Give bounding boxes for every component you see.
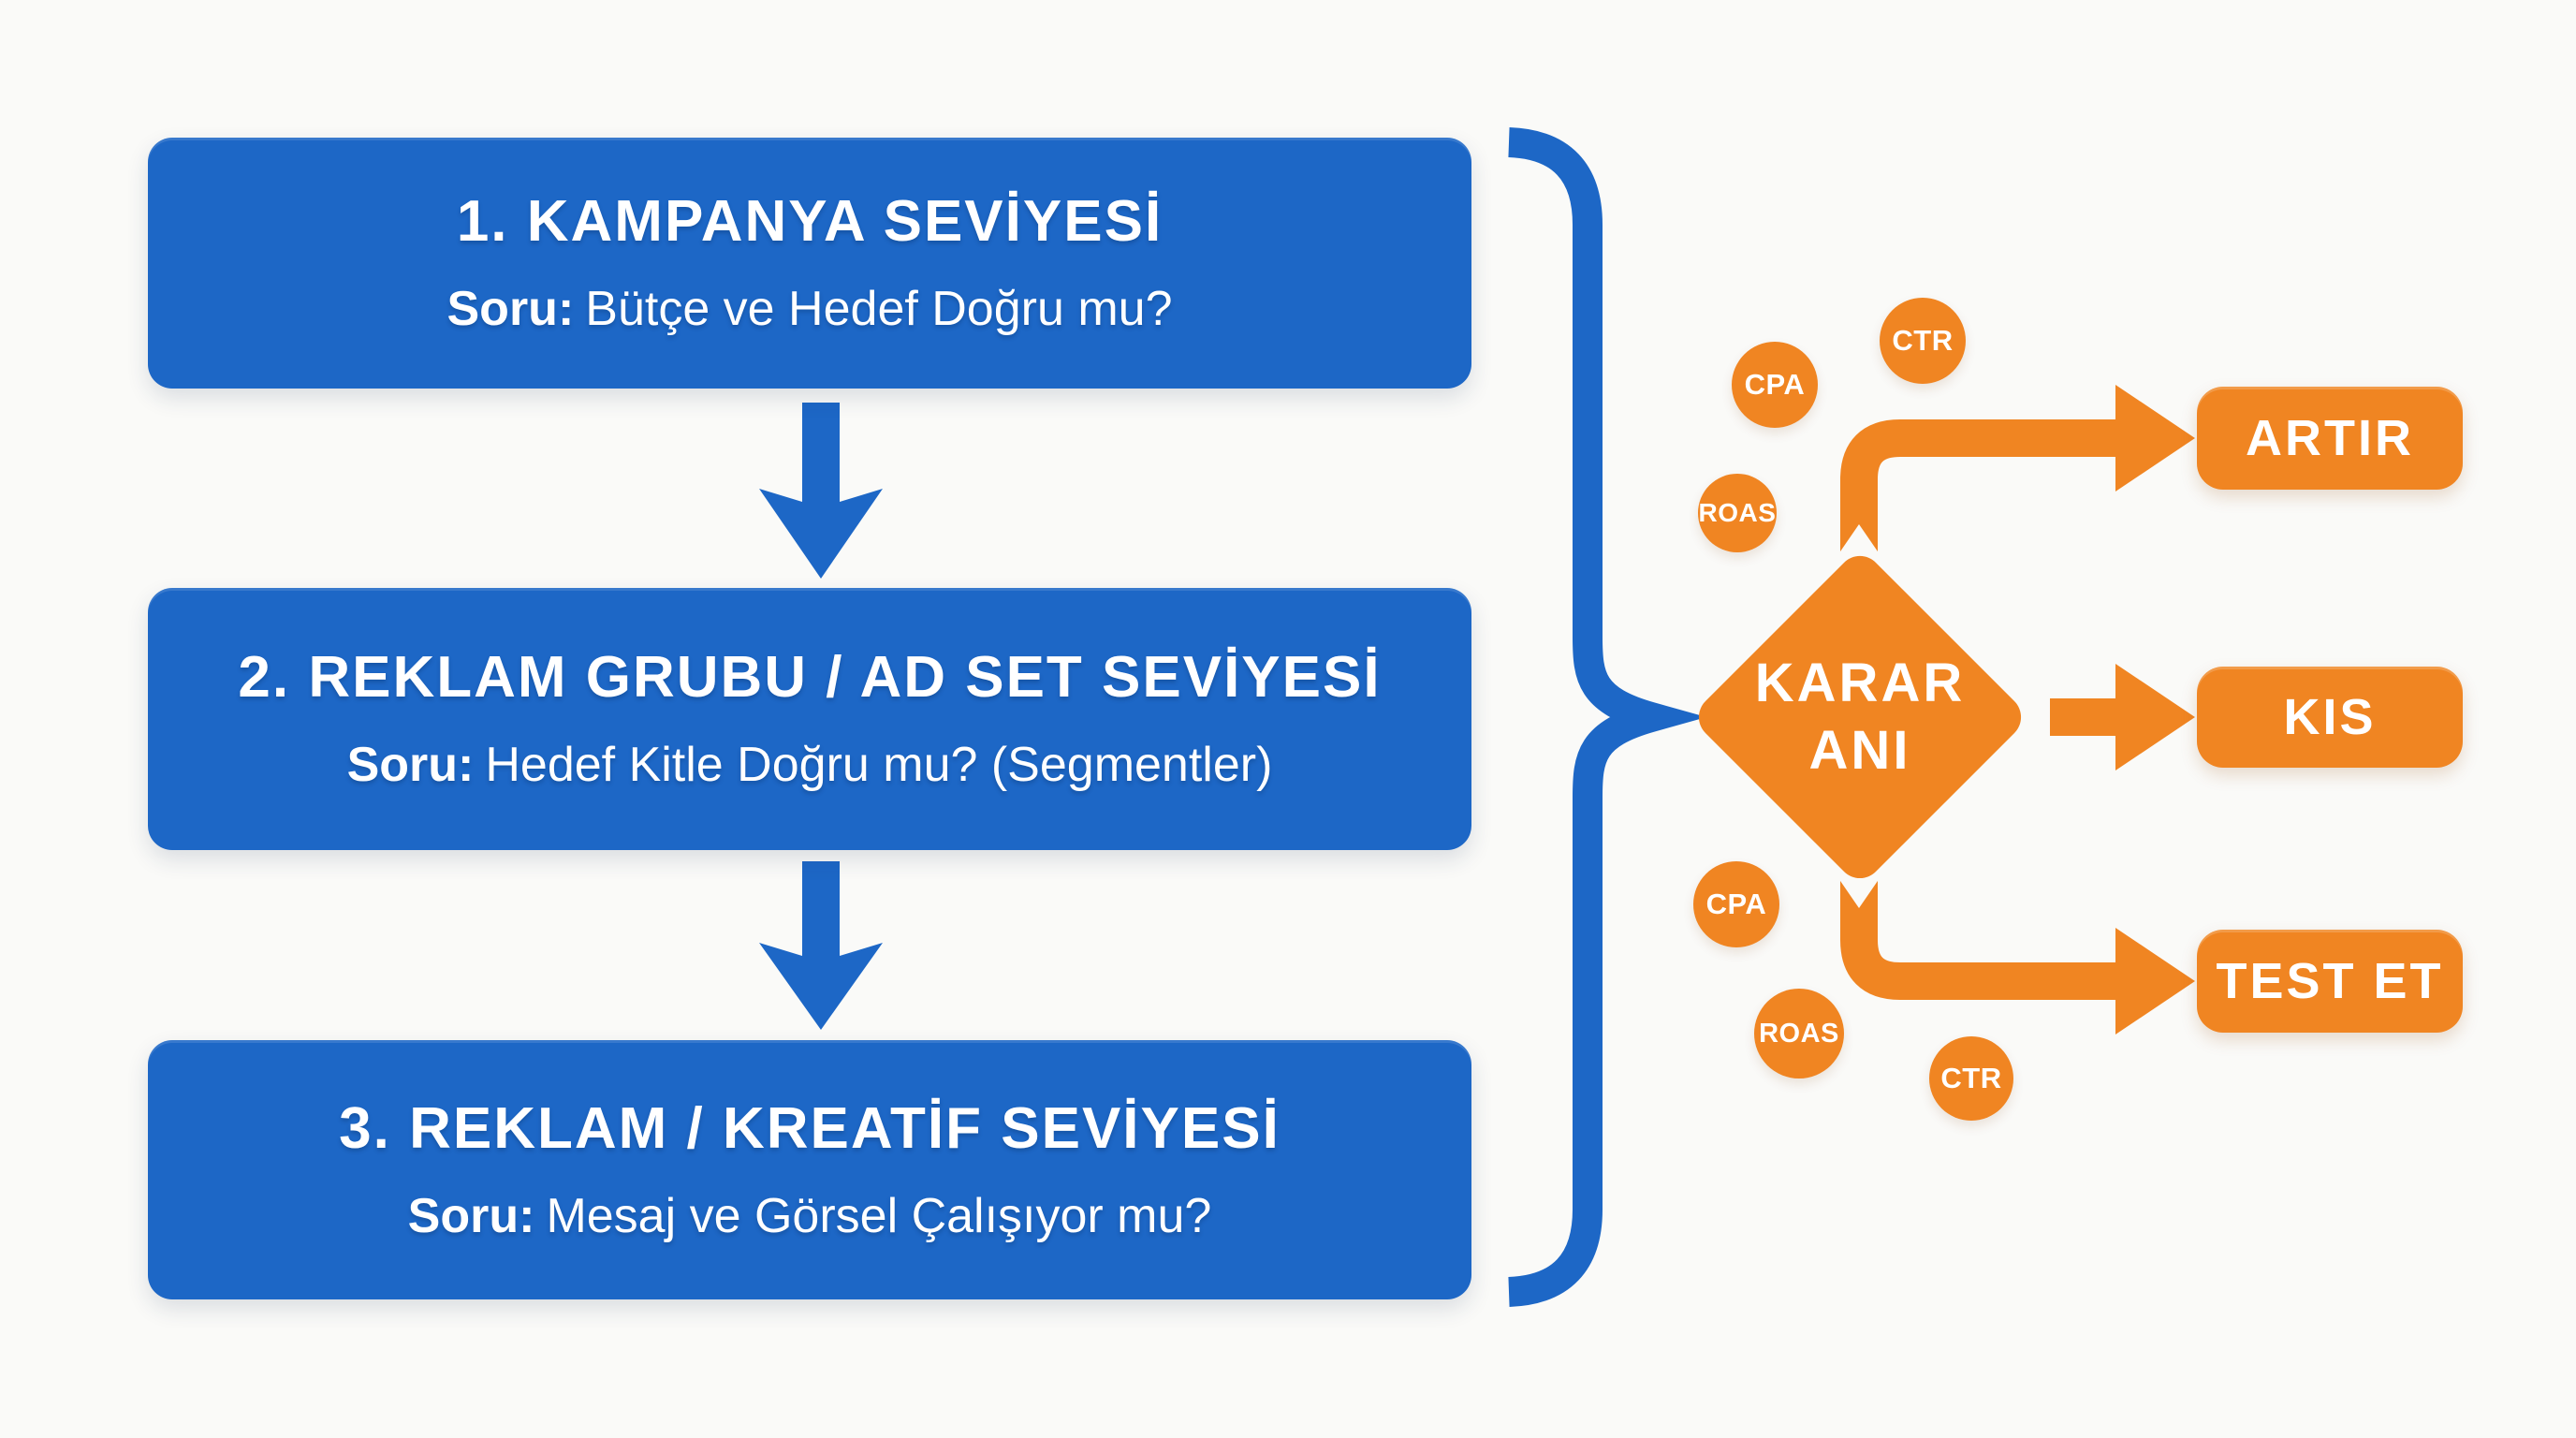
creative-level-box: 3. REKLAM / KREATİF SEVİYESİ Soru:Mesaj … xyxy=(148,1040,1471,1299)
metric-circle-ctr: CTR xyxy=(1880,298,1966,384)
metric-label: CPA xyxy=(1705,888,1767,920)
down-arrow-icon xyxy=(759,861,883,1030)
action-box-kis: KIS xyxy=(2197,667,2463,768)
curly-brace xyxy=(1507,127,1707,1307)
arrowhead-kis-icon xyxy=(2115,664,2195,770)
metric-circle-roas: ROAS xyxy=(1754,989,1844,1078)
action-label: TEST ET xyxy=(2216,953,2444,1009)
creative-level-title: 3. REKLAM / KREATİF SEVİYESİ xyxy=(339,1095,1281,1161)
metric-circle-ctr: CTR xyxy=(1929,1036,2013,1121)
action-label: KIS xyxy=(2283,689,2377,745)
metric-circle-cpa: CPA xyxy=(1693,861,1779,947)
question-label: Soru: xyxy=(346,738,475,792)
creative-level-question: Soru:Mesaj ve Görsel Çalışıyor mu? xyxy=(408,1192,1212,1240)
action-box-artir: ARTIR xyxy=(2197,387,2463,490)
metric-circle-roas: ROAS xyxy=(1698,474,1777,552)
notch-top xyxy=(1838,524,1880,554)
question-text: Mesaj ve Görsel Çalışıyor mu? xyxy=(546,1188,1212,1243)
decision-line-1: KARAR xyxy=(1754,653,1966,713)
decision-line-2: ANI xyxy=(1808,720,1911,781)
action-box-test-et: TEST ET xyxy=(2197,930,2463,1033)
connector-artir xyxy=(1840,419,2127,552)
campaign-level-title: 1. KAMPANYA SEVİYESİ xyxy=(456,189,1164,254)
notch-bottom xyxy=(1838,878,1880,908)
metric-label: CPA xyxy=(1744,368,1806,401)
question-text: Bütçe ve Hedef Doğru mu? xyxy=(585,282,1173,336)
campaign-level-box: 1. KAMPANYA SEVİYESİ Soru:Bütçe ve Hedef… xyxy=(148,138,1471,389)
arrowhead-test-et-icon xyxy=(2115,928,2195,1034)
arrowhead-artir-icon xyxy=(2115,385,2195,492)
down-arrow-icon xyxy=(759,403,883,579)
question-text: Hedef Kitle Doğru mu? (Segmentler) xyxy=(485,738,1273,792)
campaign-level-question: Soru:Bütçe ve Hedef Doğru mu? xyxy=(447,285,1173,333)
adset-level-box: 2. REKLAM GRUBU / AD SET SEVİYESİ Soru:H… xyxy=(148,588,1471,850)
metric-label: ROAS xyxy=(1759,1018,1839,1049)
decision-diamond xyxy=(1698,555,2022,879)
metric-circle-cpa: CPA xyxy=(1732,342,1818,428)
connector-test-et xyxy=(1840,880,2127,1000)
question-label: Soru: xyxy=(446,282,575,336)
metric-label: ROAS xyxy=(1698,498,1777,527)
metric-label: CTR xyxy=(1940,1062,2002,1094)
metric-label: CTR xyxy=(1892,324,1954,357)
question-label: Soru: xyxy=(407,1188,535,1243)
adset-level-question: Soru:Hedef Kitle Doğru mu? (Segmentler) xyxy=(347,741,1273,789)
decision-diamond-label: KARAR ANI xyxy=(1673,605,2047,829)
adset-level-title: 2. REKLAM GRUBU / AD SET SEVİYESİ xyxy=(238,645,1382,710)
action-label: ARTIR xyxy=(2246,410,2414,466)
